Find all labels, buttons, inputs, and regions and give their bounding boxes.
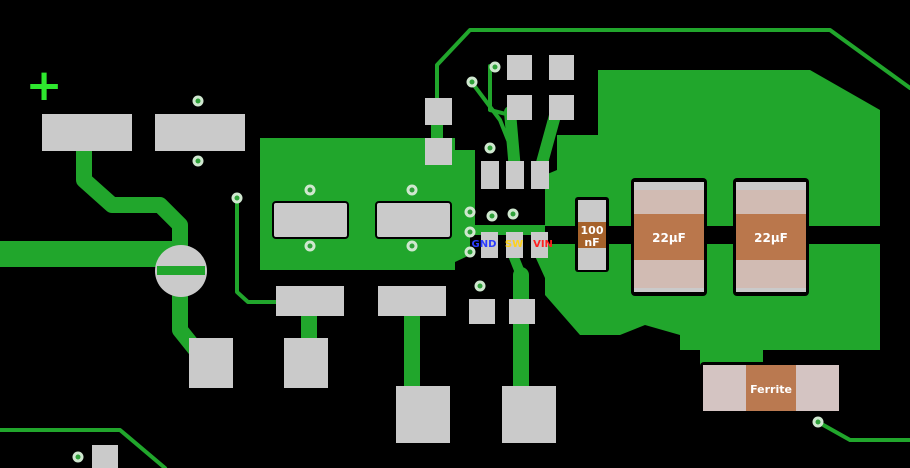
capacitor-22uf-2: 22µF [733,178,809,296]
pad-cap1-left [272,201,349,239]
pad-top-c [425,98,452,125]
via-hole [307,187,313,193]
pad-input-minus [155,114,245,151]
vin-label: VIN [533,239,553,250]
left-horizontal-pour [0,241,185,267]
via-hole [307,243,313,249]
pad-top-f [425,138,452,165]
pad-top-b [549,55,574,80]
pad-input-plus [42,114,132,151]
via-hole [487,145,493,151]
trace-stub-right [534,106,562,176]
pad-large-1 [189,338,233,388]
trace-stub-left [504,106,521,176]
capacitor-100nf: 100 nF [575,197,609,272]
ic-pin-1 [481,161,499,189]
via-hole [234,195,240,201]
trace-top-loop [435,28,910,102]
ferrite-label: Ferrite [750,383,792,396]
ferrite-bead: Ferrite [700,362,842,414]
via-hole [489,213,495,219]
pad-large-3 [396,386,450,443]
cap-small-unit: nF [584,236,599,249]
vias [72,61,824,463]
thin-traces [0,28,910,468]
via-hole [467,249,473,255]
pin-labels: GND SW VIN [472,239,553,250]
pad-top-a [507,55,532,80]
via-hole [195,158,201,164]
trace-bottom-left [0,428,167,468]
via-hole [467,229,473,235]
trace-sw-neck [508,250,526,280]
via-hole [409,187,415,193]
cap-bulk-1-label: 22µF [652,231,686,245]
sw-label: SW [505,239,523,250]
via-hole [409,243,415,249]
pad-bottom-cap2 [378,286,446,316]
via-hole [815,419,821,425]
pad-large-4 [502,386,556,443]
pad-bottom-small [469,299,495,324]
trace-bottom-right [816,420,910,442]
pads [42,55,574,468]
via-hole [477,283,483,289]
via-hole [195,98,201,104]
ic-pin-gnd [481,232,498,258]
plus-marker: + [26,60,63,111]
via-hole [492,64,498,70]
ic-pin-2 [506,161,524,189]
pad-large-2 [284,338,328,388]
pad-cap2-left [375,201,452,239]
gnd-label: GND [472,239,497,250]
ic-pin-vin [531,232,548,258]
trace-input-plus [76,142,188,268]
mounting-hole [155,245,207,297]
cap-small-value: 100 [581,224,604,237]
pad-top-e [549,95,574,120]
cap-bulk-2-label: 22µF [754,231,788,245]
capacitor-22uf-1: 22µF [631,178,707,296]
trace-left-long [235,196,284,304]
ic-pin-sw [506,232,523,258]
ic-pin-3 [531,161,549,189]
pad-top-d [507,95,532,120]
pad-bottom-cap1 [276,286,344,316]
via-hole [467,209,473,215]
pad-bottom-sw [509,299,535,324]
via-hole [469,79,475,85]
via-hole [510,211,516,217]
via-hole [75,454,81,460]
pad-bottom-left-small [92,445,118,468]
